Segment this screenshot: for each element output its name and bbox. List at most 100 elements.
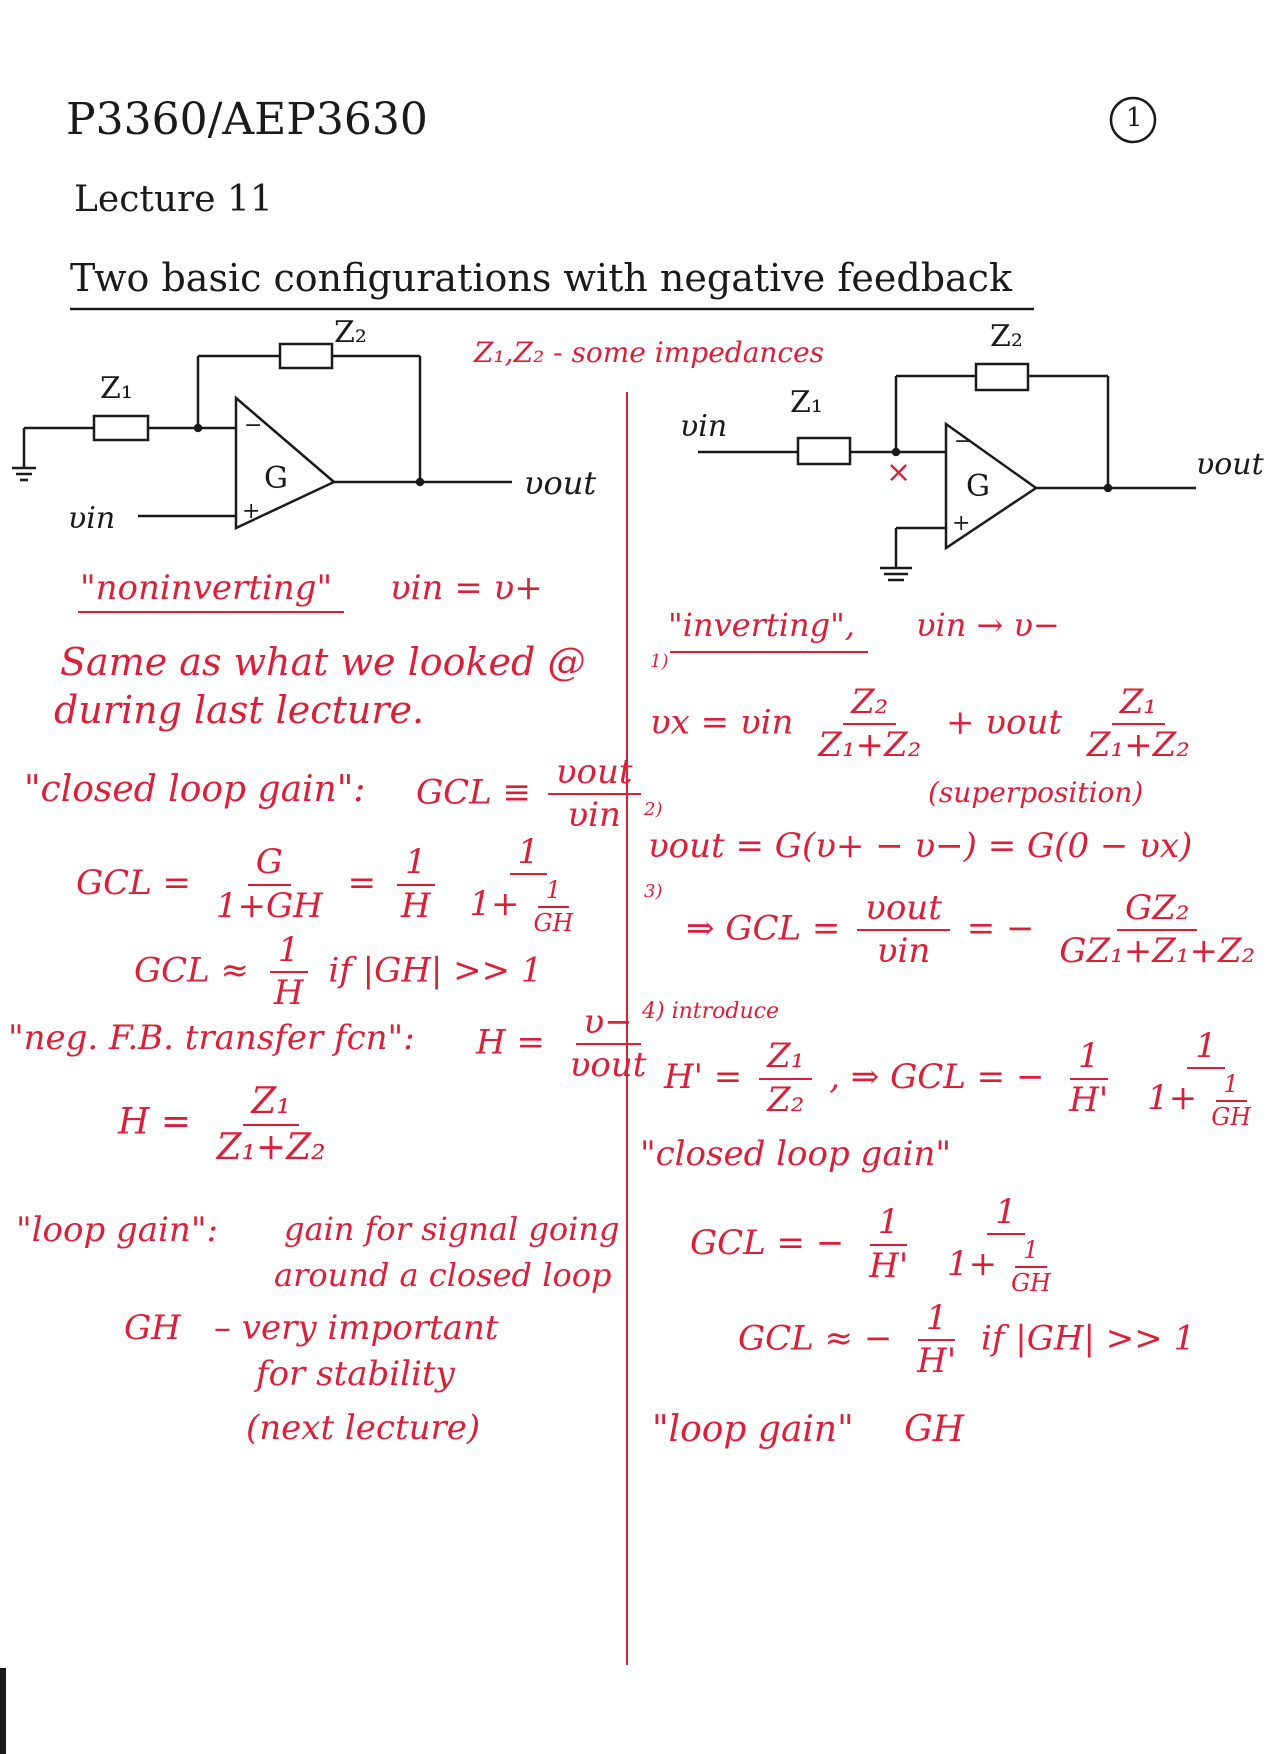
left-z2-label: Z₂: [334, 315, 367, 350]
vout-equation: υout = G(υ+ − υ−) = G(0 − υx): [648, 826, 1193, 866]
course-title: P3360/AEP3630: [66, 94, 428, 145]
step-4-label: 4) introduce: [642, 999, 779, 1024]
loop-gain-desc-line1: gain for signal going: [284, 1210, 620, 1248]
gh-label: GH: [124, 1308, 181, 1348]
right-z1-label: Z₁: [790, 385, 823, 420]
vx-frac1-den: Z₁+Z₂: [818, 725, 922, 766]
hprime-lhs: H' =: [664, 1056, 743, 1097]
inverting-relation: υin → υ−: [916, 606, 1060, 644]
same-text-line2: during last lecture.: [54, 688, 425, 732]
gcl-equals: =: [347, 862, 377, 903]
same-text-line1: Same as what we looked @: [60, 640, 586, 684]
step-3-label: 3): [644, 881, 663, 902]
gcl-den-gh: 1+GH: [215, 885, 323, 926]
gcl-approx-lhs: GCL ≈: [134, 950, 250, 991]
page-number: 1: [1126, 103, 1143, 133]
hprime-gcl-small-num: 1: [1215, 1071, 1247, 1102]
closed-loop-gain-label: "closed loop gain":: [24, 769, 366, 810]
gcl-step3-eq-neg: = −: [966, 908, 1035, 949]
loop-gain-label: "loop gain":: [16, 1210, 218, 1250]
hprime-gcl-num2: 1: [1187, 1027, 1225, 1070]
right-gcl-approx-num: 1: [917, 1299, 956, 1342]
h-def-fraction: υ−υout: [562, 1003, 655, 1086]
gcl-def-num: υout: [547, 753, 641, 796]
gcl-formula-lhs: GCL =: [76, 862, 192, 903]
right-vout-label: υout: [1196, 447, 1264, 482]
hprime-gcl-den1: H': [1069, 1079, 1109, 1120]
hprime-gcl-num1: 1: [1069, 1038, 1108, 1080]
h-def-num: υ−: [575, 1003, 641, 1046]
gcl-step3-num1: υout: [857, 889, 950, 932]
right-loop-gain-gh: GH: [904, 1409, 965, 1450]
hprime-gcl-one-plus: 1+: [1147, 1078, 1198, 1119]
left-plus-label: +: [242, 499, 261, 524]
gh-desc-line1: – very important: [214, 1308, 499, 1348]
step-1-label: 1): [650, 651, 669, 672]
right-gcl-small-num: 1: [1015, 1237, 1047, 1268]
node-x-marker: ×: [886, 455, 912, 490]
right-z2-label: Z₂: [990, 319, 1023, 354]
right-gcl-num2: 1: [987, 1193, 1025, 1236]
h-def-lhs: H =: [476, 1022, 545, 1063]
step-2-label: 2): [644, 799, 663, 820]
h-formula-num: Z₁: [243, 1082, 299, 1126]
right-gcl-one-plus: 1+: [946, 1244, 998, 1285]
gcl-approx-num: 1: [269, 931, 308, 974]
h-def-den: υout: [569, 1045, 647, 1086]
noninverting-heading: "noninverting": [80, 568, 333, 608]
gcl-step3-num2: GZ₂: [1117, 889, 1198, 932]
impedance-note: Z₁,Z₂ - some impedances: [474, 336, 825, 369]
gcl-num-one: 1: [396, 844, 435, 886]
gcl-num-one-b: 1: [509, 833, 548, 876]
inverting-heading: "inverting",: [668, 606, 855, 644]
right-circuit: [698, 362, 1196, 582]
neg-fb-label: "neg. F.B. transfer fcn":: [8, 1018, 415, 1058]
noninverting-relation: υin = υ+: [390, 568, 543, 608]
right-plus-label: +: [952, 511, 971, 536]
left-vin-label: υin: [68, 501, 116, 536]
vx-lhs: υx = υin: [650, 702, 794, 743]
vx-frac2-den: Z₁+Z₂: [1086, 725, 1190, 766]
h-definition: H = υ−υout: [476, 1003, 660, 1086]
h-formula-lhs: H =: [118, 1101, 192, 1143]
hprime-arrow-gcl: , ⇒ GCL = −: [829, 1056, 1045, 1097]
right-closed-loop-gain-label: "closed loop gain": [640, 1134, 951, 1174]
h-formula-den: Z₁+Z₂: [216, 1126, 326, 1168]
right-gcl-lhs: GCL = −: [690, 1222, 845, 1263]
left-z1-label: Z₁: [100, 371, 133, 406]
left-minus-label: −: [244, 413, 263, 438]
gcl-small-den: GH: [533, 908, 574, 937]
right-gcl-den1: H': [869, 1245, 909, 1286]
page-title: Two basic configurations with negative f…: [70, 256, 1012, 300]
loop-gain-desc-line2: around a closed loop: [274, 1256, 612, 1294]
gcl-small-num: 1: [537, 877, 569, 908]
vx-frac2-num: Z₁: [1111, 683, 1165, 726]
left-gain-label: G: [264, 461, 288, 496]
